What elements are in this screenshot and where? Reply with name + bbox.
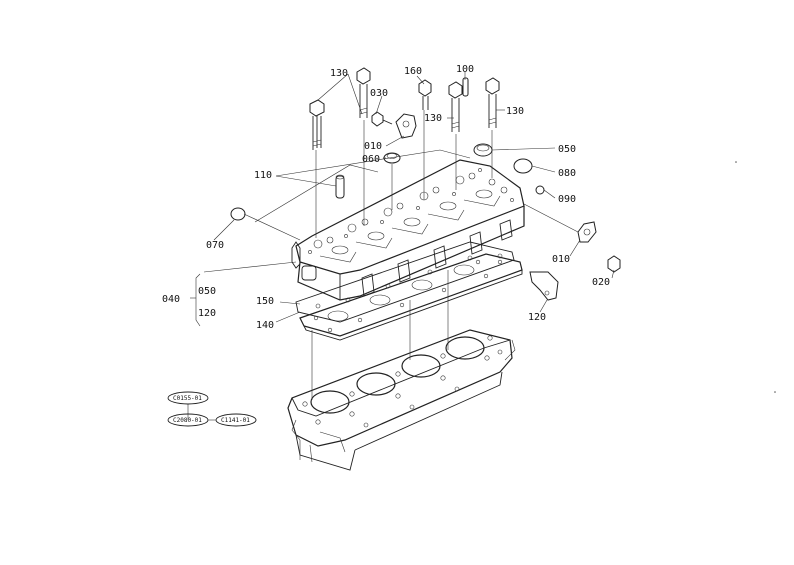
hanger-lower: [577, 221, 597, 243]
part-060: [383, 152, 401, 164]
part-030: [371, 111, 393, 127]
label-100: 100: [456, 64, 474, 75]
label-020: 020: [592, 277, 610, 288]
ref-bubble-1: [167, 391, 209, 405]
cylinder-block: [287, 329, 516, 471]
part-080: [513, 158, 533, 174]
bore-4: [445, 336, 485, 360]
label-130-right: 130: [506, 106, 524, 117]
label-120-left: 120: [198, 308, 216, 319]
label-160: 160: [404, 66, 422, 77]
part-020: [607, 255, 621, 273]
ref-label-3: C1141-01: [221, 417, 250, 424]
head-bolts: [309, 67, 500, 150]
head-gasket: [299, 253, 523, 341]
part-090: [535, 185, 545, 195]
part-050: [473, 143, 493, 157]
label-150: 150: [256, 296, 274, 307]
callout-labels: 130 160 100 030 130 130 010 060 050 110 …: [162, 64, 610, 331]
hanger-upper: [395, 113, 417, 139]
part-110: [335, 174, 345, 199]
label-130-top: 130: [330, 68, 348, 79]
label-010-lower: 010: [552, 254, 570, 265]
ref-bubble-3: [215, 413, 257, 427]
ref-bubble-2: [167, 413, 209, 427]
label-070: 070: [206, 240, 224, 251]
ref-label-2: C2080-01: [173, 417, 202, 424]
part-160: [418, 79, 432, 110]
label-050-right: 050: [558, 144, 576, 155]
cylinder-head: [291, 159, 525, 301]
label-090: 090: [558, 194, 576, 205]
label-120-right: 120: [528, 312, 546, 323]
bore-2: [356, 372, 396, 396]
label-050-left: 050: [198, 286, 216, 297]
part-120: [529, 271, 559, 301]
label-040: 040: [162, 294, 180, 305]
pin-100: [462, 77, 469, 97]
part-070: [230, 207, 246, 221]
leader-lines: [187, 72, 615, 421]
bore-1: [310, 390, 350, 414]
label-060: 060: [362, 154, 380, 165]
reference-bubbles: C0155-01 C2080-01 C1141-01: [167, 391, 257, 427]
label-030: 030: [370, 88, 388, 99]
ref-label-1: C0155-01: [173, 395, 202, 402]
bore-3: [401, 354, 441, 378]
label-010-upper: 010: [364, 141, 382, 152]
gasket-150: [295, 241, 515, 323]
label-080: 080: [558, 168, 576, 179]
label-130-mid: 130: [424, 113, 442, 124]
label-110: 110: [254, 170, 272, 181]
label-140: 140: [256, 320, 274, 331]
